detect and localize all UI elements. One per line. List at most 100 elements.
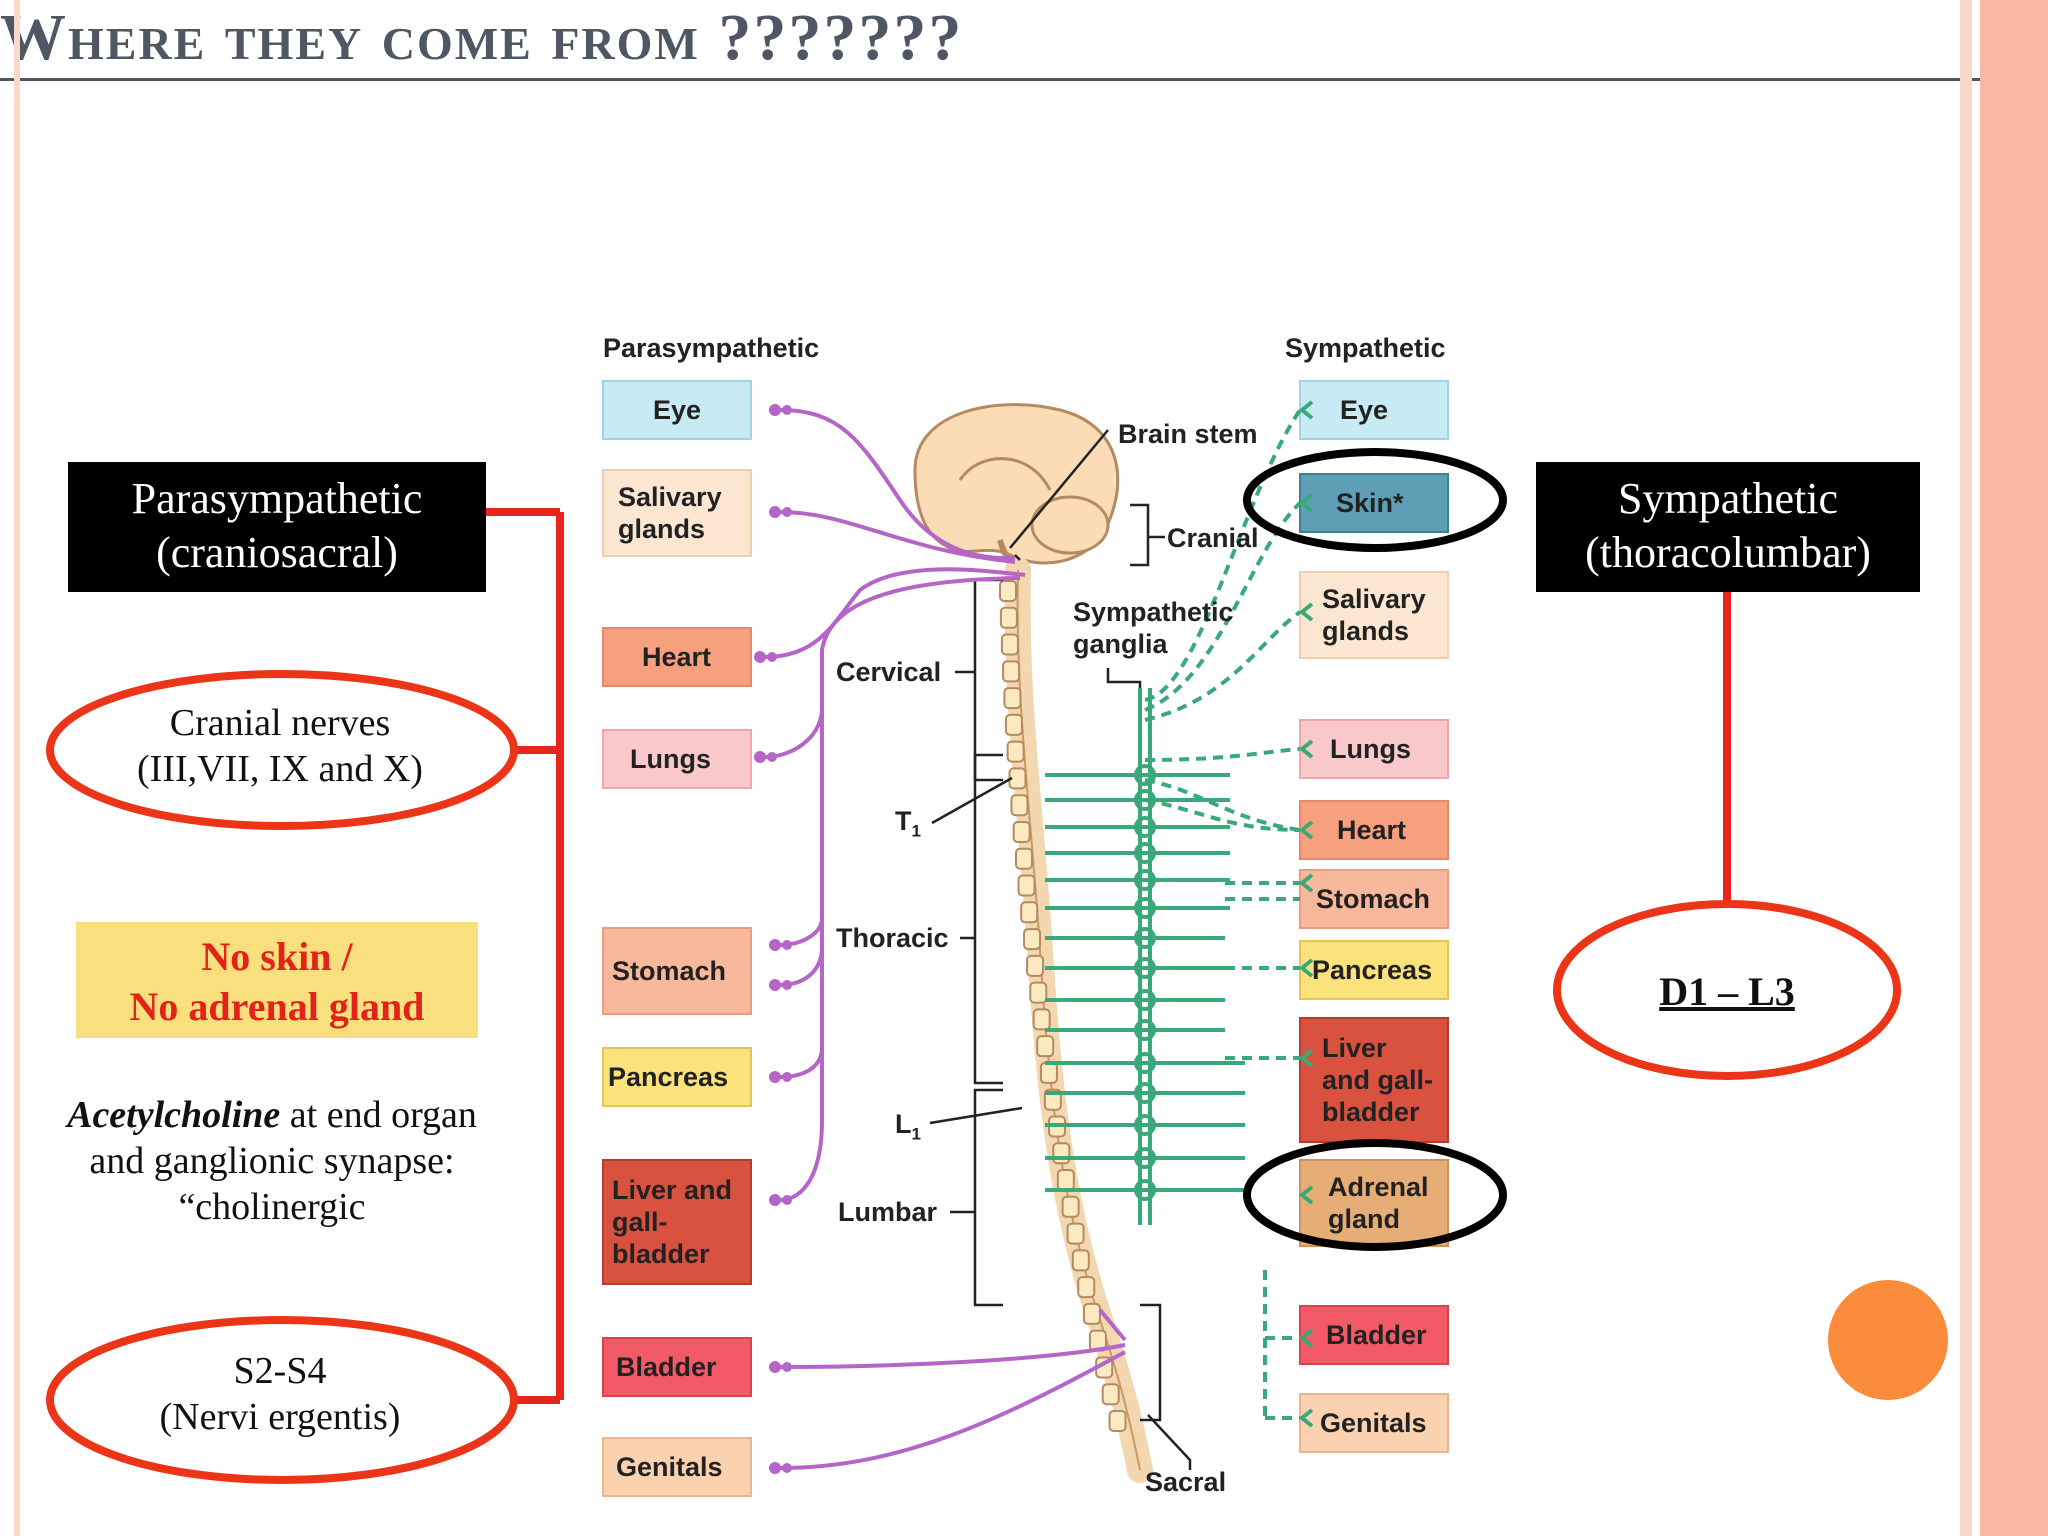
vertebra [1023,928,1042,951]
label-brain-stem: Brain stem [1118,419,1258,449]
sym-chain [1138,688,1152,1225]
vertebra [1006,740,1025,763]
orange-dot [1828,1280,1948,1400]
vertebra [999,580,1017,602]
label-lumbar: Lumbar [838,1197,938,1227]
sym-organ-lungs: Lungs [1330,734,1411,764]
label-cranial: Cranial [1167,523,1259,553]
vertebra [1077,1276,1096,1299]
parasym-ganglion [769,404,781,416]
parasym-organ-heart: Heart [641,642,711,672]
vertebra [1029,981,1048,1004]
sympathetic-box: Sympathetic (thoracolumbar) [1536,462,1920,592]
vertebra [1082,1302,1101,1325]
vertebra [1052,1142,1071,1165]
vertebra [1004,713,1023,736]
d1-l3-ellipse [1553,900,1901,1080]
parasym-ganglion [782,940,792,950]
l1-letter: L [895,1109,912,1139]
parasympathetic-box: Parasympathetic (craniosacral) [68,462,486,592]
parasym-organ-salivary: Salivary glands [618,482,722,544]
left-red-bracket [478,508,564,1404]
sym-organ-stomach: Stomach [1316,884,1431,914]
acetylcholine-text: Acetylcholine at end organ and ganglioni… [62,1092,482,1230]
s2-s4-text: S2-S4 (Nervi ergentis) [159,1350,401,1438]
parasym-ganglion [769,939,781,951]
parasym-ganglion [782,980,792,990]
vertebra [1010,794,1029,817]
sym-ganglion [1134,1147,1156,1169]
sym-header: Sympathetic [1285,333,1446,363]
sym-arrow [1298,400,1314,420]
sym-arrow [1298,1408,1314,1428]
sym-organ-boxes [1299,380,1449,1453]
parasym-ganglia-markers [754,404,792,1474]
sym-arrow-markers [1298,400,1314,1428]
left-stripe [14,0,20,1536]
parasym-organ-bladder: Bladder [616,1352,717,1382]
sym-postganglionic [1144,408,1302,1420]
sym-ganglion [1134,869,1156,891]
vertebra [1108,1410,1127,1432]
parasym-organ-stomach: Stomach [612,956,727,986]
sym-organ-salivary: Salivary glands [1322,584,1426,646]
parasym-ganglion [769,506,781,518]
cranial-nerves-text: Cranial nerves (III,VII, IX and X) [137,702,423,790]
vertebra [1032,1008,1051,1031]
parasym-organ-liver: Liver and gall-bladder [612,1175,733,1269]
label-thoracic: Thoracic [836,923,949,953]
parasym-ganglion [754,651,766,663]
sym-arrow [1298,493,1314,513]
sym-arrow [1298,602,1314,622]
parasym-organ-eye: Eye [652,395,702,425]
parasym-header: Parasympathetic [603,333,820,363]
t1-sub: 1 [911,821,921,841]
sym-arrow [1298,1185,1314,1205]
vertebra [1017,874,1036,897]
region-brackets [929,429,1192,1470]
sym-organ-eye: Eye [1340,395,1389,425]
vertebra [1066,1222,1085,1245]
parasym-organ-pancreas: Pancreas [608,1062,729,1092]
acetylcholine-rest: at end organ and ganglionic synapse: “ch… [89,1094,477,1228]
sym-organ-pancreas: Pancreas [1312,955,1433,985]
parasym-ganglion [782,405,792,415]
sym-ganglion [1134,1019,1156,1041]
sym-organ-adrenal: Adrenal gland [1328,1172,1429,1234]
d1-l3-text: D1 – L3 [1659,969,1795,1014]
vertebra [1003,687,1022,710]
sym-ganglion [1134,1114,1156,1136]
sym-ganglion [1134,957,1156,979]
vertebra [1014,847,1033,870]
slide-title: Where they come from ??????? [0,0,2048,81]
label-cervical: Cervical [836,657,942,687]
sym-organ-skin: Skin* [1336,488,1404,518]
sym-arrow [1298,820,1314,840]
label-l1: L1 [895,1108,921,1150]
parasym-ganglion [769,1361,781,1373]
sym-arrow [1298,873,1314,893]
vertebra [1026,954,1045,977]
sym-ganglion [1134,927,1156,949]
vertebra [1071,1249,1090,1272]
vertebra [1002,660,1021,683]
parasym-ganglion [782,1072,792,1082]
sym-ganglion [1134,764,1156,786]
parasym-ganglion [767,752,777,762]
sym-arrow [1298,1048,1314,1068]
parasym-ganglion [782,1362,792,1372]
acetylcholine-term: Acetylcholine [67,1094,281,1136]
vertebra [1061,1195,1080,1218]
sym-ganglion [1134,842,1156,864]
sym-organ-heart: Heart [1337,815,1407,845]
no-skin-adrenal-note: No skin / No adrenal gland [76,922,478,1038]
right-stripe-pink [1980,0,2048,1536]
adrenal-highlight-ellipse [1243,1139,1507,1251]
sym-organ-genitals: Genitals [1320,1408,1427,1438]
label-sacral: Sacral [1145,1467,1227,1497]
label-t1: T1 [895,805,921,847]
l1-sub: 1 [911,1124,921,1144]
sym-ganglion [1134,816,1156,838]
vertebra [1036,1035,1055,1058]
